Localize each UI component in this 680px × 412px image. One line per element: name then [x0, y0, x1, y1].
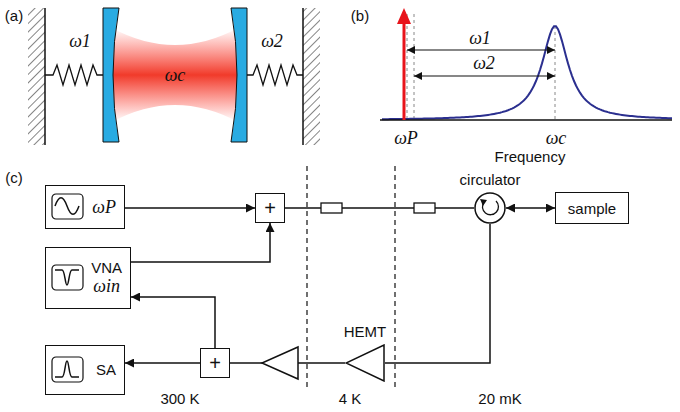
text-label: (b): [351, 8, 369, 25]
spring: [45, 65, 105, 85]
frequency-symbol: ω1: [69, 32, 91, 52]
circulator-node: circulator: [474, 192, 506, 224]
frequency-symbol: ω2: [473, 54, 495, 74]
text-label: 20 mK: [478, 391, 521, 408]
signal-wire: [125, 207, 255, 209]
instrument-symbol: [51, 193, 85, 221]
amplifier-symbol: [345, 344, 385, 382]
dashed-guide: [555, 26, 556, 120]
resonance-curve: [382, 26, 672, 119]
signal-wire: [131, 223, 270, 262]
signal-wire: [131, 297, 215, 348]
circulator-ring: [475, 193, 505, 223]
amplifier-triangle: [346, 345, 384, 381]
mirror: [231, 8, 247, 142]
text-label: (c): [5, 170, 23, 187]
cavity-beam: [112, 28, 238, 122]
amplifier-node: HEMT: [345, 344, 385, 382]
text-label: Frequency: [495, 149, 566, 166]
screen-trace: [55, 270, 79, 285]
sample-box: sample: [555, 192, 629, 224]
instrument-symbol: [51, 356, 85, 384]
pump-arrow: [403, 22, 406, 120]
frequency-symbol: ω1: [469, 29, 491, 49]
attenuator: [321, 203, 342, 213]
spring: [245, 65, 303, 85]
dashed-guide: [407, 14, 408, 120]
mirror: [103, 8, 119, 142]
combiner-box: +: [255, 193, 285, 223]
node-text: ωin: [91, 276, 122, 297]
instrument-box: SA: [45, 345, 125, 395]
node-text: +: [209, 353, 221, 373]
temperature-boundary: [394, 166, 395, 388]
frequency-symbol: ωP: [394, 129, 418, 149]
screen-trace: [55, 198, 79, 215]
wall-hatch: [28, 8, 45, 145]
screen-frame: [52, 357, 83, 382]
node-text: sample: [568, 201, 616, 216]
signal-wire: [125, 362, 200, 364]
node-text: ωP: [92, 197, 116, 218]
screen-trace: [55, 361, 79, 377]
screen-frame: [52, 265, 83, 290]
instrument-box: VNAωin: [45, 247, 131, 309]
node-text: SA: [96, 361, 116, 378]
frequency-symbol: ω2: [261, 32, 283, 52]
instrument-symbol: [51, 264, 85, 292]
circulator-symbol: [474, 192, 506, 224]
detuning-arrow: [407, 49, 555, 50]
node-text: +: [264, 198, 276, 218]
frequency-axis: [380, 119, 672, 121]
node-text: circulator: [460, 172, 521, 189]
text-label: 4 K: [339, 391, 362, 408]
signal-wire: [285, 207, 474, 209]
text-label: 300 K: [160, 391, 199, 408]
instrument-box: ωP: [45, 185, 125, 229]
pump-arrowhead: [397, 8, 411, 24]
signal-wire: [385, 224, 490, 363]
attenuator: [414, 203, 435, 213]
temperature-boundary: [306, 166, 307, 388]
text-column: SA: [96, 361, 116, 378]
node-text: VNA: [91, 259, 122, 276]
wall-edge: [44, 8, 46, 145]
dashed-guide: [414, 14, 415, 120]
node-text: HEMT: [344, 324, 387, 341]
detuning-arrow: [414, 75, 555, 76]
signal-wire: [506, 207, 555, 209]
wall-hatch: [303, 8, 320, 145]
frequency-symbol: ωc: [165, 66, 186, 86]
circulation-arrowhead: [480, 199, 487, 206]
wall-edge: [302, 8, 304, 145]
text-column: ωP: [92, 197, 116, 218]
combiner-box: +: [200, 348, 230, 378]
text-label: (a): [5, 8, 23, 25]
screen-frame: [52, 194, 83, 219]
amplifier-symbol: [262, 347, 298, 379]
frequency-symbol: ωc: [546, 129, 567, 149]
text-column: VNAωin: [91, 259, 122, 297]
